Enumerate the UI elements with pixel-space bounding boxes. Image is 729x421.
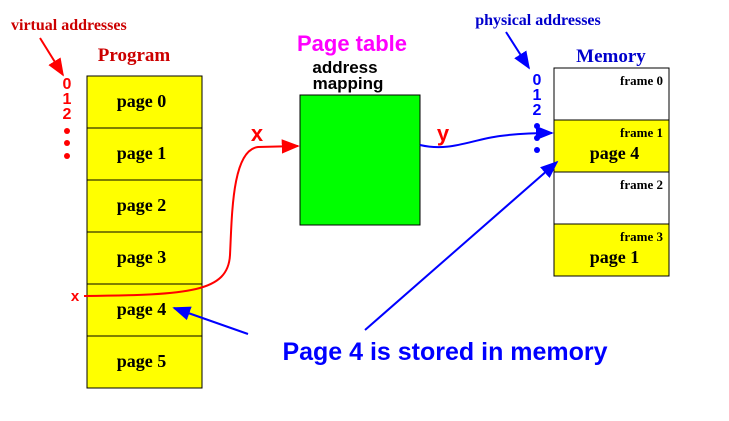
virtual-ellipsis: [64, 128, 70, 159]
memory-frame-content-3: page 1: [590, 247, 640, 267]
program-page-1: [86, 127, 203, 181]
virtual-addresses-label: virtual addresses: [11, 17, 127, 34]
program-page-label-4: page 4: [117, 299, 167, 319]
page-table-box: [299, 94, 421, 226]
virtual-index-1: 1: [63, 91, 72, 108]
caption: Page 4 is stored in memory: [282, 338, 607, 366]
physical-index-1: 1: [533, 87, 542, 104]
virtual-index-2: 2: [63, 106, 72, 123]
program-page-label-3: page 3: [117, 247, 167, 267]
caption-to-frame-arrow: [364, 160, 559, 331]
page-table-title: Page table: [297, 31, 407, 56]
program-pages: page 0 page 1 page 2 page 3 page 4 page 5: [86, 75, 203, 389]
program-title: Program: [98, 45, 171, 66]
program-page-0: [86, 75, 203, 129]
memory-frame-content-1: page 4: [590, 143, 640, 163]
address-label: address: [312, 58, 377, 77]
x-input-label: x: [251, 121, 264, 146]
physical-addresses-arrow: [505, 31, 530, 70]
y-output-label: y: [437, 121, 450, 146]
virtual-address-arrow: [83, 139, 300, 297]
memory-frames: frame 0 frame 1 page 4 frame 2 frame 3 page 1: [553, 67, 670, 277]
memory-frame-0: [553, 67, 670, 121]
memory-frame-name-1: frame 1: [620, 125, 663, 140]
physical-index: 0 1 2: [533, 72, 542, 119]
memory-frame-1: [553, 119, 670, 173]
program-page-label-5: page 5: [117, 351, 167, 371]
physical-ellipsis: [534, 123, 540, 153]
memory-frame-2: [553, 171, 670, 225]
physical-address-arrow: [419, 125, 554, 149]
program-page-3: [86, 231, 203, 285]
memory-frame-3: [553, 223, 670, 277]
program-page-5: [86, 335, 203, 389]
virtual-addresses-arrow: [39, 37, 64, 77]
physical-index-0: 0: [533, 72, 542, 89]
mapping-label: mapping: [313, 74, 384, 93]
memory-frame-name-0: frame 0: [620, 73, 663, 88]
caption-to-page-arrow: [172, 306, 249, 335]
memory-title: Memory: [576, 46, 646, 67]
program-page-label-2: page 2: [117, 195, 167, 215]
memory-frame-name-2: frame 2: [620, 177, 663, 192]
physical-index-2: 2: [533, 102, 542, 119]
virtual-index-0: 0: [63, 76, 72, 93]
virtual-index: 0 1 2: [63, 76, 72, 123]
x-row-label: x: [71, 288, 80, 305]
memory-frame-name-3: frame 3: [620, 229, 663, 244]
physical-addresses-label: physical addresses: [475, 12, 601, 29]
program-page-label-1: page 1: [117, 143, 167, 163]
program-page-label-0: page 0: [117, 91, 167, 111]
